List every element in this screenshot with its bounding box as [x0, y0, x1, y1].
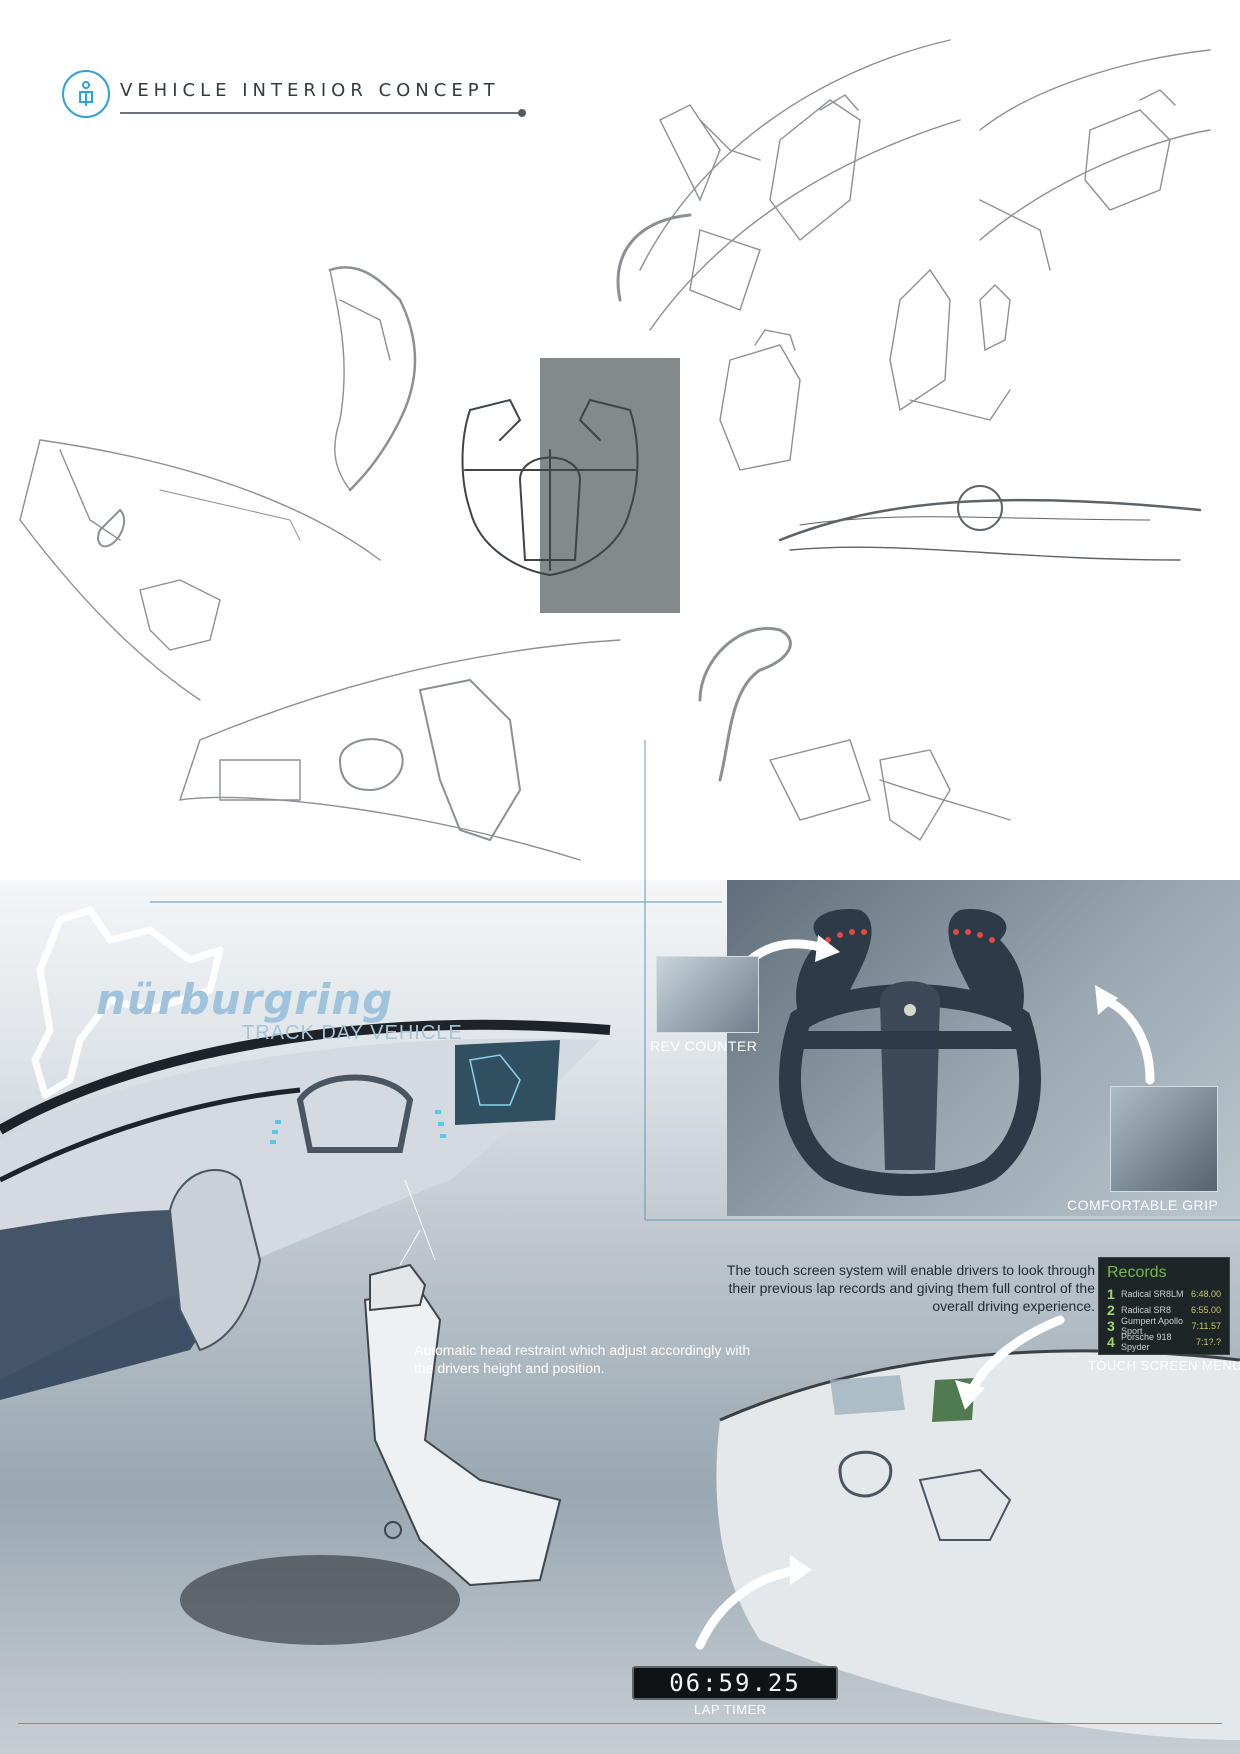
sketch-seat-top-right	[979, 49, 1211, 271]
dashboard-render	[716, 1349, 1240, 1740]
brand-wordmark: nürburgring	[96, 975, 394, 1024]
title-underline-dot	[518, 109, 526, 117]
concept-sketches	[19, 39, 1211, 880]
cockpit-render	[0, 1019, 611, 1400]
lap-timer-display: 06:59.25	[632, 1666, 838, 1700]
touch-screen-menu-label: TOUCH SCREEN MENU	[1088, 1358, 1240, 1373]
sketch-dashboard-left	[19, 439, 381, 701]
sketch-map-display	[698, 627, 1011, 841]
bottom-divider	[18, 1723, 1222, 1724]
rev-counter-label: REV COUNTER	[650, 1038, 758, 1054]
grip-thumbnail	[1110, 1086, 1218, 1192]
rev-counter-thumbnail	[656, 956, 759, 1033]
sketch-steering-wheel	[461, 398, 639, 576]
lap-timer-label: LAP TIMER	[694, 1702, 767, 1717]
track-outline-shape	[31, 906, 224, 1099]
records-row: 3 Gumpert Apollo Sport 7:11.57	[1107, 1316, 1221, 1336]
interior-logo-icon	[62, 70, 110, 118]
touch-screen-note: The touch screen system will enable driv…	[726, 1262, 1095, 1314]
title-underline	[120, 112, 522, 114]
sketch-swoosh	[778, 485, 1202, 561]
comfortable-grip-label: COMFORTABLE GRIP	[1067, 1197, 1219, 1213]
sketch-dashboard-bottom	[179, 639, 621, 861]
brand-subtitle: TRACK DAY VEHICLE	[242, 1022, 463, 1044]
sketch-seats-middle	[719, 268, 1011, 471]
head-restraint-note: Automatic head restraint which adjust ac…	[414, 1342, 751, 1376]
page-title: VEHICLE INTERIOR CONCEPT	[120, 80, 500, 101]
records-title: Records	[1107, 1264, 1167, 1281]
sketch-seats-perspective	[616, 39, 961, 331]
steering-wheel-render	[779, 909, 1041, 1196]
records-screen: Records 1 Radical SR8LM 6:48.00 2 Radica…	[1098, 1257, 1230, 1355]
sketch-yoke-stalk	[328, 266, 417, 492]
records-row: 2 Radical SR8 6:55.00	[1107, 1302, 1221, 1318]
records-row: 1 Radical SR8LM 6:48.00	[1107, 1286, 1221, 1302]
seat-render	[180, 1179, 562, 1645]
interior-renders	[0, 880, 1240, 1740]
records-row: 4 Porsche 918 Spyder 7:1?.?	[1107, 1332, 1221, 1352]
